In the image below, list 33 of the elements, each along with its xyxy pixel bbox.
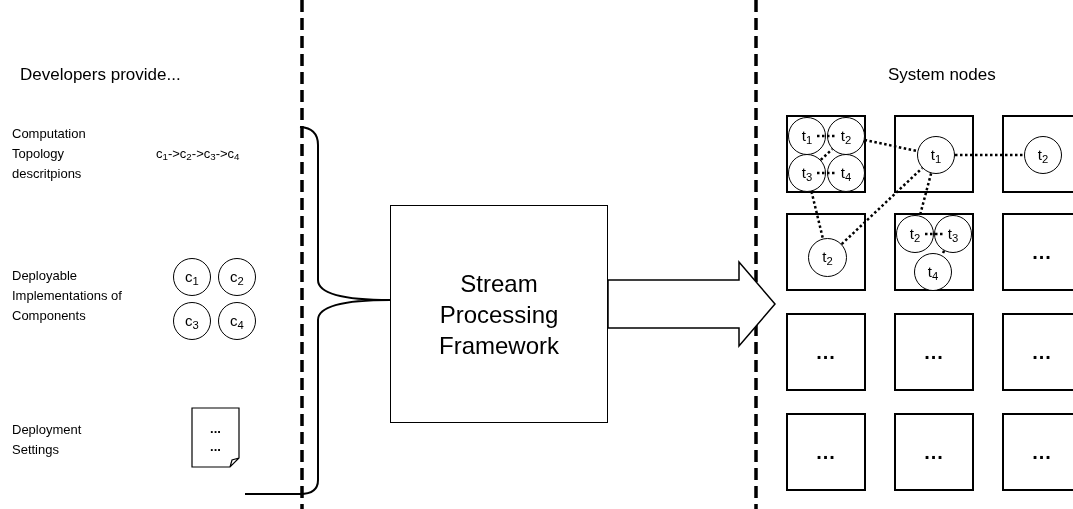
dotted-connector [819,148,834,161]
dotted-connector [864,138,918,153]
dotted-connector [955,153,1024,157]
dotted-connector [925,232,943,236]
dotted-connector [940,250,946,256]
system-node-box [894,115,974,193]
system-node-box [786,213,866,291]
framework-box: Stream Processing Framework [390,205,608,423]
system-node-box: ... [1002,413,1073,491]
system-node-box: ... [894,413,974,491]
document-icon [191,407,240,468]
input-label: Deployable Implementations of Components [12,267,123,325]
dotted-connector [817,171,836,175]
dotted-connector [810,191,825,239]
dotted-connector [840,167,924,245]
system-node-box: ... [786,413,866,491]
input-label: Computation Topology descritpions [12,125,87,183]
topology-text: c$_{1}$->c$_{2}$->c$_{3}$->c$_{4}$ [156,145,241,164]
block-arrow [607,259,776,349]
system-node-box: ... [786,313,866,391]
ellipsis-text: ... [210,440,221,453]
column-heading: Developers provide... [20,64,182,86]
system-node-box [786,115,866,193]
input-label: Deployment Settings [12,421,83,459]
dotted-connector [817,134,836,138]
column-heading: System nodes [888,64,997,86]
dotted-connector [918,173,933,216]
system-node-box [894,213,974,291]
system-node-box: ... [1002,213,1073,291]
system-node-box [1002,115,1073,193]
ellipsis-text: ... [210,422,221,435]
system-node-box: ... [894,313,974,391]
system-node-box: ... [1002,313,1073,391]
